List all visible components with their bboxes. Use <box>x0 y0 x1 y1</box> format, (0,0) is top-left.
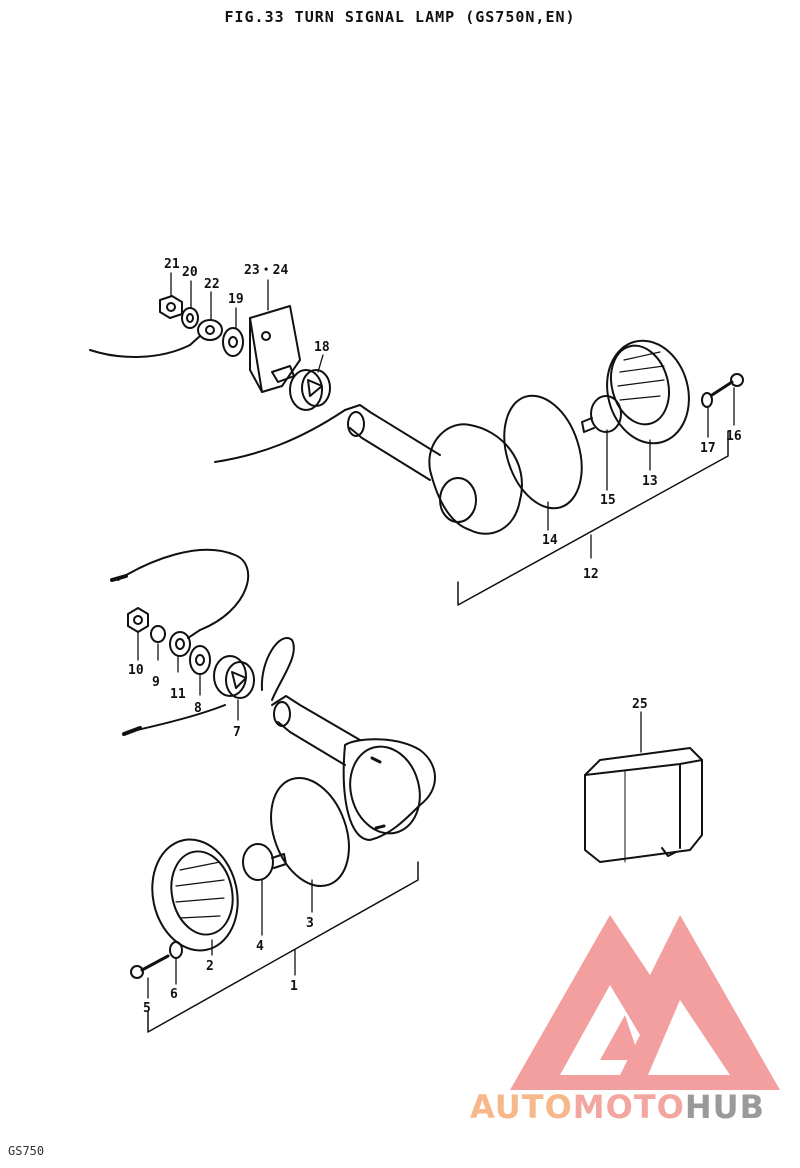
label-15: 15 <box>600 493 616 508</box>
label-21: 21 <box>164 257 180 272</box>
washer-6-part <box>169 941 183 959</box>
label-17: 17 <box>700 441 716 456</box>
grommet-7-part <box>213 655 255 699</box>
bulb-15-part <box>581 395 622 433</box>
group-bracket-12 <box>457 431 729 606</box>
label-8: 8 <box>194 701 202 716</box>
label-10: 10 <box>128 663 144 678</box>
brand-auto: AUTO <box>470 1088 573 1126</box>
lower-wire-lead <box>117 548 250 631</box>
label-6: 6 <box>170 987 178 1002</box>
upper-stem-wire <box>214 409 346 463</box>
upper-housing-part <box>344 404 523 535</box>
label-4: 4 <box>256 939 264 954</box>
label-2: 2 <box>206 959 214 974</box>
screw-16-part <box>710 373 744 397</box>
washer-17-part <box>701 392 713 408</box>
lock-washer-20-part <box>181 307 199 329</box>
terminal-11-part <box>169 629 201 657</box>
flasher-relay-25-part <box>584 747 703 863</box>
washer-19-part <box>222 327 244 357</box>
lower-housing-part <box>271 695 436 841</box>
label-25: 25 <box>632 697 648 712</box>
watermark-brand-text: AUTOMOTOHUB <box>470 1088 790 1126</box>
brand-moto: MOTO <box>572 1088 685 1126</box>
lower-short-wire <box>127 704 226 733</box>
upper-wire-lead <box>89 344 191 358</box>
grommet-18-part <box>289 369 331 411</box>
gasket-3-part <box>270 776 350 888</box>
watermark-logo <box>510 915 780 1090</box>
figure-title: FIG.33 TURN SIGNAL LAMP (GS750N,EN) <box>224 8 576 26</box>
label-23-24: 23・24 <box>244 263 288 278</box>
label-18: 18 <box>314 340 330 355</box>
label-14: 14 <box>542 533 558 548</box>
label-16: 16 <box>726 429 742 444</box>
gasket-14-part <box>503 394 583 510</box>
brand-hub: HUB <box>684 1088 766 1126</box>
group-bracket-1 <box>147 861 419 1033</box>
footer-model-code: GS750 <box>8 1144 45 1158</box>
label-13: 13 <box>642 474 658 489</box>
lens-13-part <box>606 339 690 445</box>
label-20: 20 <box>182 265 198 280</box>
label-3: 3 <box>306 916 314 931</box>
lens-2-part <box>151 838 239 952</box>
label-22: 22 <box>204 277 220 292</box>
bulb-4-part <box>242 843 287 881</box>
label-1: 1 <box>290 979 298 994</box>
nut-10-part <box>127 607 149 633</box>
label-5: 5 <box>143 1001 151 1016</box>
terminal-22-part <box>189 319 223 346</box>
nut-21-part <box>159 295 183 319</box>
label-7: 7 <box>233 725 241 740</box>
label-9: 9 <box>152 675 160 690</box>
lock-washer-9-part <box>150 625 166 643</box>
washer-8-part <box>189 645 211 675</box>
label-12: 12 <box>583 567 599 582</box>
screw-5-part <box>130 954 170 979</box>
label-11: 11 <box>170 687 186 702</box>
label-19: 19 <box>228 292 244 307</box>
